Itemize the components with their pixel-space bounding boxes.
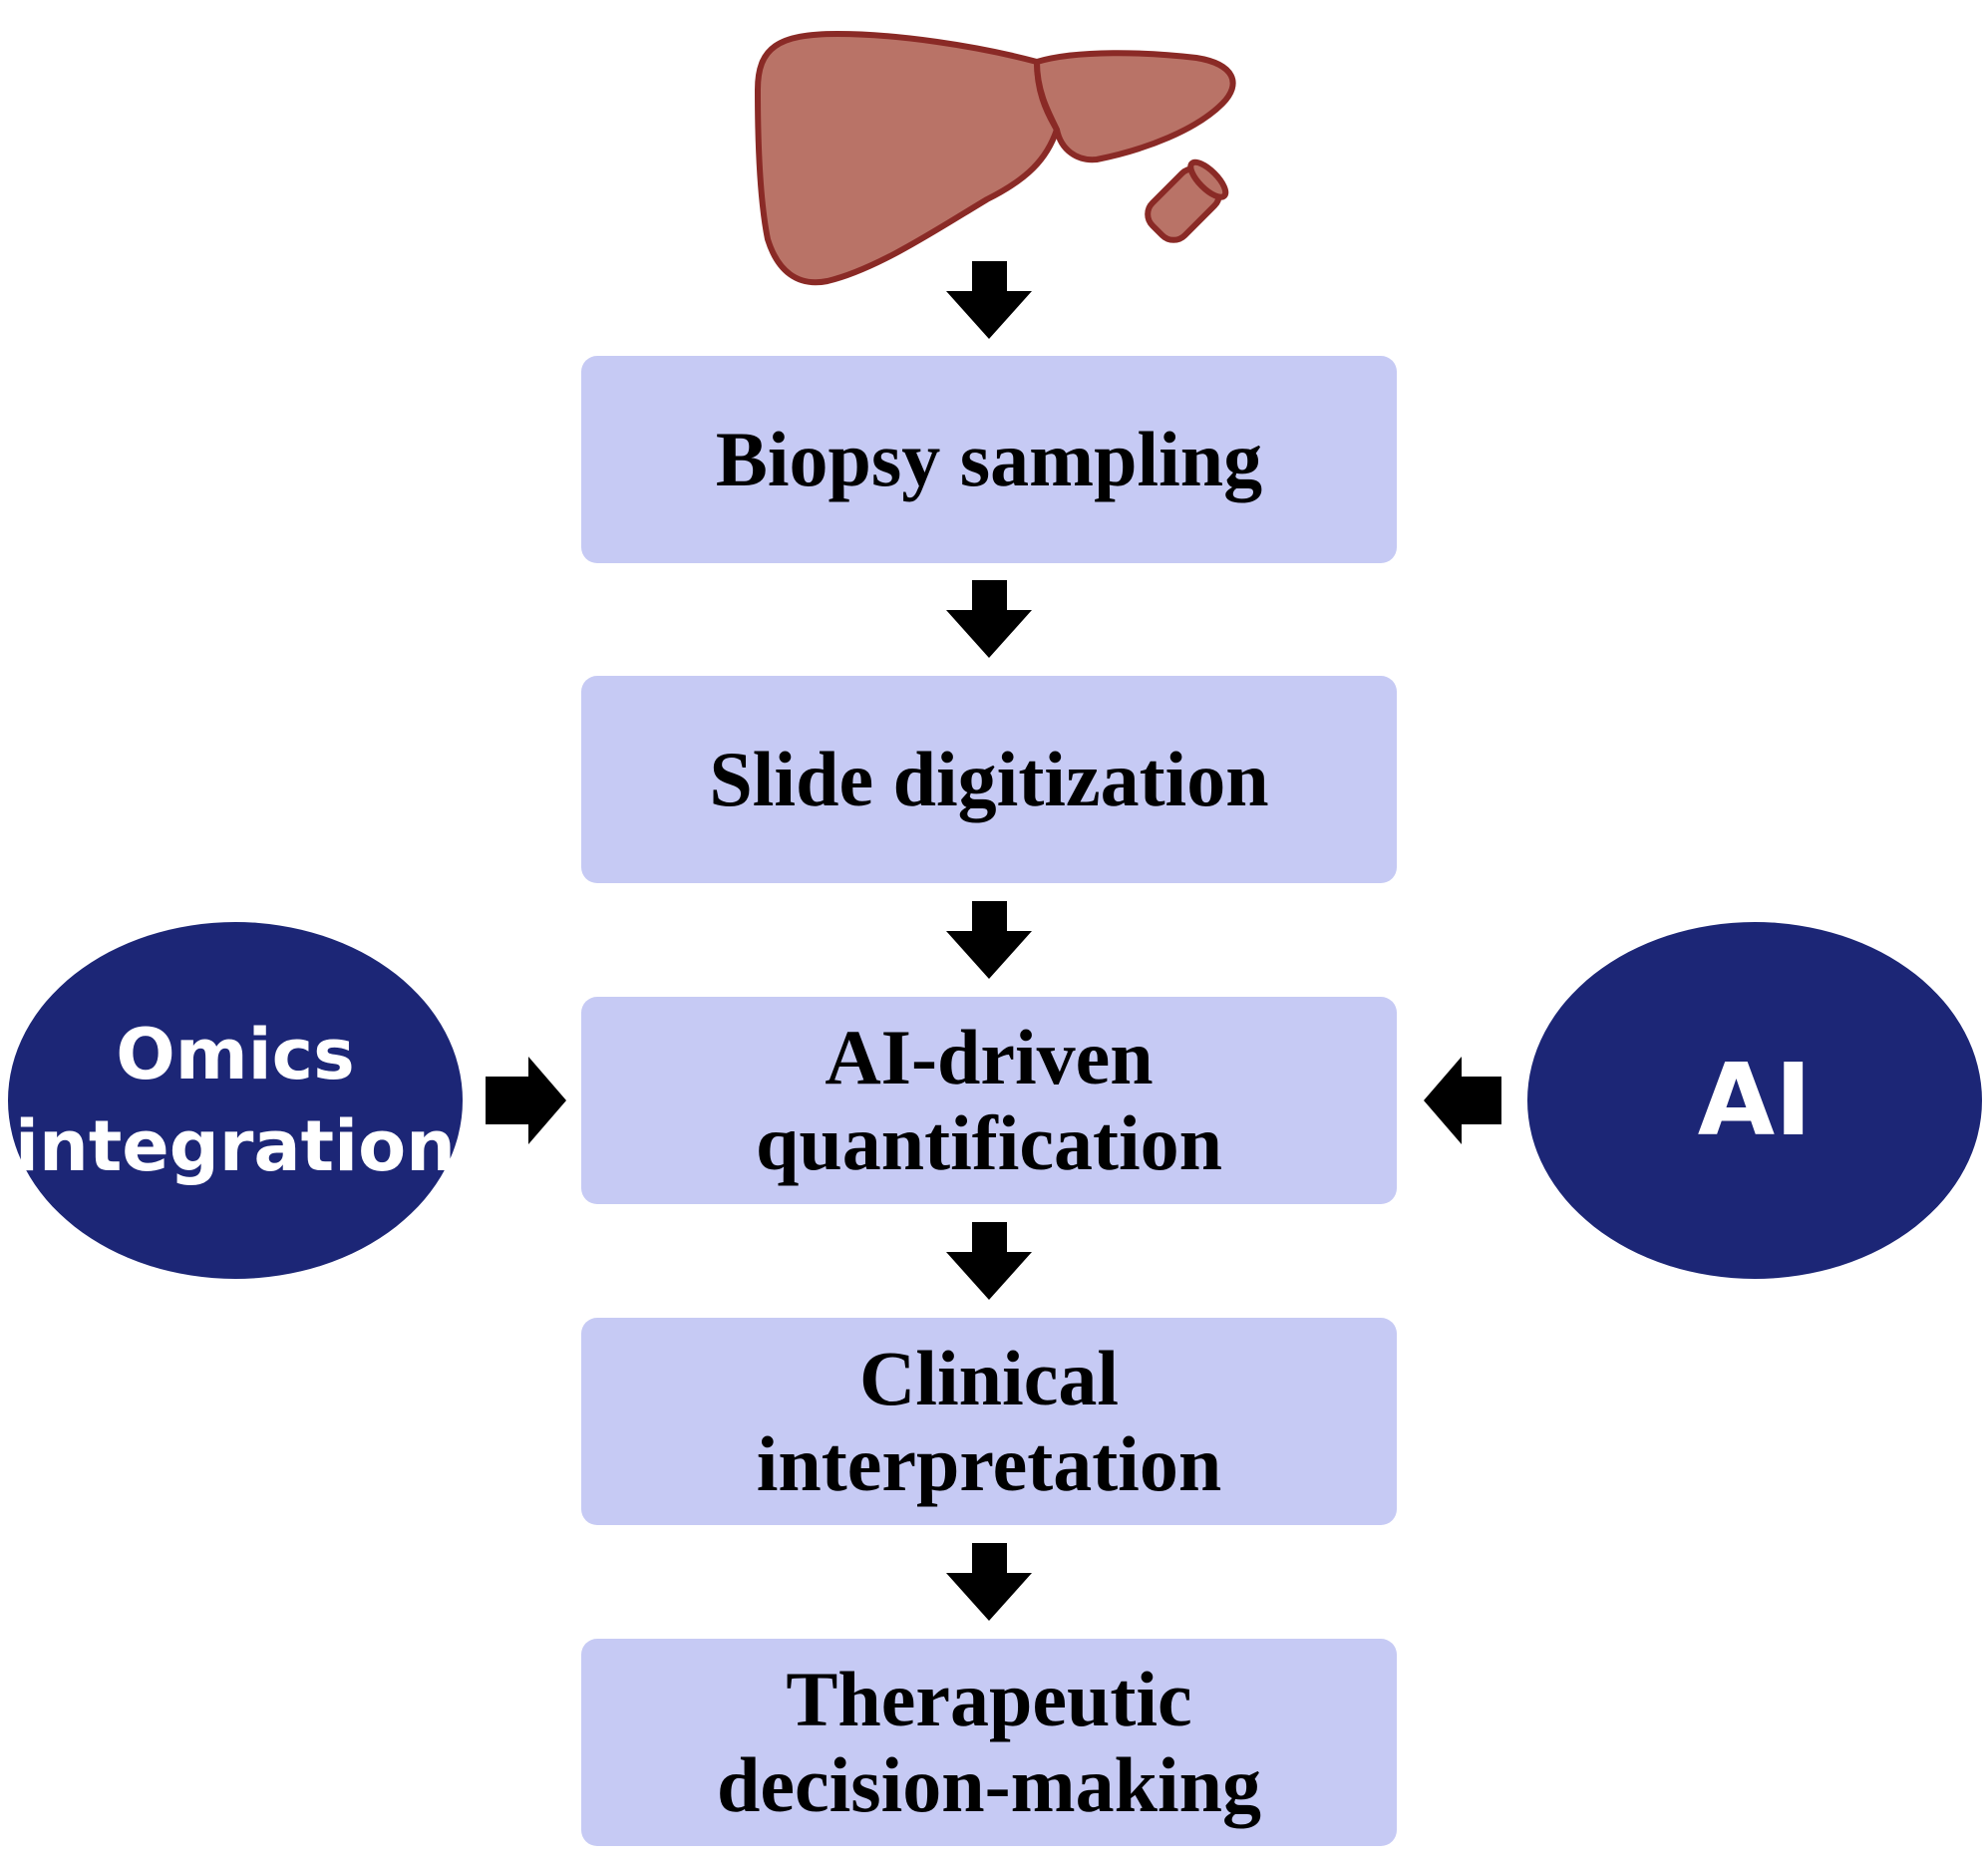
step-therapeutic-decision-making: Therapeutic decision-making	[581, 1639, 1397, 1846]
step-slide-digitization: Slide digitization	[581, 676, 1397, 883]
liver-icon	[755, 31, 1236, 286]
step-label-line-2: quantification	[755, 1099, 1223, 1186]
liver-left-lobe	[1034, 50, 1236, 163]
ai-oval: AI	[1527, 922, 1982, 1279]
step-biopsy-sampling: Biopsy sampling	[581, 356, 1397, 563]
arrow-icon	[946, 1222, 1032, 1300]
oval-label-line-2: integration	[14, 1105, 456, 1187]
step-clinical-interpretation: Clinical interpretation	[581, 1318, 1397, 1525]
step-label: Biopsy sampling	[715, 416, 1263, 502]
biopsy-core-end	[1187, 158, 1229, 200]
arrow-icon	[1424, 1057, 1501, 1144]
step-label-line-2: interpretation	[756, 1420, 1222, 1507]
step-label-line-1: Therapeutic	[786, 1656, 1192, 1742]
arrow-icon	[486, 1057, 566, 1144]
step-ai-driven-quantification: AI-driven quantification	[581, 997, 1397, 1204]
step-label-line-1: Clinical	[858, 1335, 1119, 1421]
arrow-icon	[946, 580, 1032, 658]
arrow-icon	[946, 901, 1032, 979]
biopsy-core-icon	[1145, 158, 1229, 243]
liver-right-lobe	[755, 31, 1060, 286]
step-label: Slide digitization	[709, 736, 1269, 822]
omics-integration-oval: Omics integration	[8, 922, 463, 1279]
step-label-line-2: decision-making	[716, 1741, 1262, 1828]
oval-label: AI	[1697, 1042, 1813, 1158]
oval-label-line-1: Omics	[116, 1014, 355, 1095]
step-label-line-1: AI-driven	[825, 1014, 1154, 1100]
arrow-icon	[946, 1543, 1032, 1621]
arrow-icon	[946, 261, 1032, 339]
